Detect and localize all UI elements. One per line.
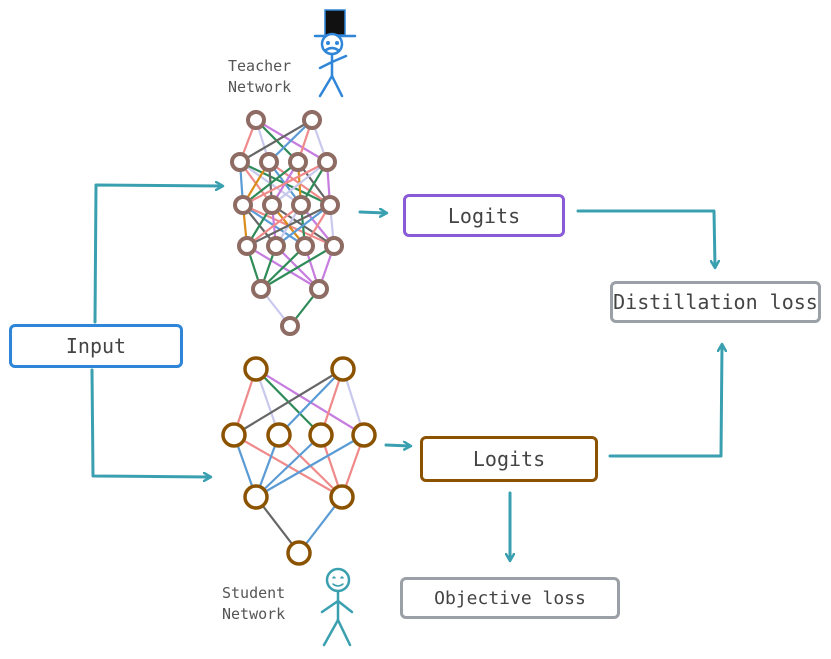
input-label: Input <box>65 334 127 358</box>
student-network-node <box>351 422 377 448</box>
teacher-network-node <box>246 110 266 130</box>
teacher-network-node <box>320 195 340 215</box>
teacher-network-node <box>251 279 271 299</box>
student-network-node <box>266 422 292 448</box>
objective-loss-box: Objective loss <box>400 577 620 619</box>
teacher-network-nodes <box>230 110 344 336</box>
distillation-loss-label: Distillation loss <box>613 290 818 314</box>
student-network-nodes <box>221 356 377 566</box>
teacher-title-line1: Teacher <box>228 57 292 75</box>
teacher-network-node <box>230 152 250 172</box>
teacher-network-node <box>259 152 279 172</box>
teacher-network-edge <box>238 118 314 164</box>
student-logits-box: Logits <box>420 436 598 482</box>
student-network-node <box>243 356 269 382</box>
teacher-network-node <box>280 316 300 336</box>
student-network-node <box>308 422 334 448</box>
teacher-network-edge <box>245 203 303 248</box>
student-network-edge <box>254 433 366 499</box>
student-network-edge <box>277 367 345 437</box>
teacher-network-node <box>266 236 286 256</box>
student-network <box>221 356 377 566</box>
teacher-network-node <box>288 152 308 172</box>
arrow-student-logits-to-distillation <box>608 345 722 458</box>
teacher-logits-label: Logits <box>447 203 521 228</box>
teacher-network-edge <box>270 160 329 207</box>
student-network-edge <box>232 367 345 437</box>
teacher-network-edge <box>241 160 300 207</box>
teacher-network-node <box>291 195 311 215</box>
student-title-line2: Network <box>222 605 286 623</box>
teacher-network-edge <box>267 118 314 164</box>
objective-loss-label: Objective loss <box>434 587 586 609</box>
teacher-network-node <box>233 195 253 215</box>
student-logits-label: Logits <box>472 447 546 471</box>
student-title-line1: Student <box>222 584 286 602</box>
teacher-network <box>230 110 344 336</box>
teacher-network-edge <box>259 244 336 291</box>
teacher-logits-box: Logits <box>403 194 565 237</box>
student-network-label: Student Network <box>222 583 285 625</box>
teacher-network-node <box>295 236 315 256</box>
student-network-edge <box>254 433 323 499</box>
arrow-student-to-logits <box>384 445 410 446</box>
student-network-node <box>286 540 312 566</box>
arrows <box>90 185 722 560</box>
teacher-network-node <box>317 152 337 172</box>
teacher-stick-figure-icon <box>313 9 357 98</box>
teacher-network-edge <box>241 160 329 207</box>
student-network-node <box>330 356 356 382</box>
student-network-node <box>243 484 269 510</box>
student-network-node <box>221 422 247 448</box>
teacher-network-edge <box>245 203 332 248</box>
student-network-edges <box>232 367 366 555</box>
arrow-teacher-logits-to-distillation <box>576 209 715 267</box>
arrow-input-to-student <box>90 368 210 477</box>
arrow-teacher-to-logits <box>358 212 386 213</box>
teacher-network-edge <box>274 203 332 248</box>
teacher-network-edge <box>259 244 307 291</box>
student-network-node <box>329 484 355 510</box>
teacher-network-node <box>237 236 257 256</box>
teacher-title-line2: Network <box>228 78 292 96</box>
distillation-loss-box: Distillation loss <box>610 281 821 323</box>
teacher-network-node <box>309 279 329 299</box>
teacher-network-node <box>324 236 344 256</box>
student-stick-figure-icon <box>320 567 354 647</box>
teacher-network-label: Teacher Network <box>228 56 291 98</box>
teacher-network-node <box>262 195 282 215</box>
teacher-network-node <box>302 110 322 130</box>
arrow-input-to-teacher <box>93 185 222 324</box>
input-box: Input <box>9 324 183 368</box>
